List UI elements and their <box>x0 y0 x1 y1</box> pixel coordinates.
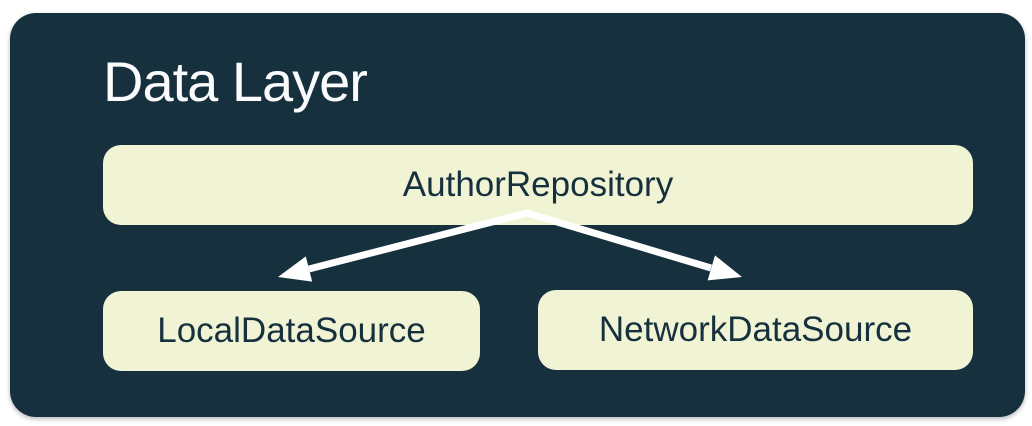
diagram-title: Data Layer <box>103 50 368 113</box>
node-network-data-source: NetworkDataSource <box>538 290 973 370</box>
node-author-repository-label: AuthorRepository <box>402 165 674 204</box>
node-author-repository: AuthorRepository <box>103 145 973 225</box>
data-layer-container: Data Layer AuthorRepository LocalDataSou… <box>10 13 1025 417</box>
node-local-data-source: LocalDataSource <box>103 291 480 371</box>
node-network-data-source-label: NetworkDataSource <box>598 310 913 349</box>
node-local-data-source-label: LocalDataSource <box>157 311 426 350</box>
